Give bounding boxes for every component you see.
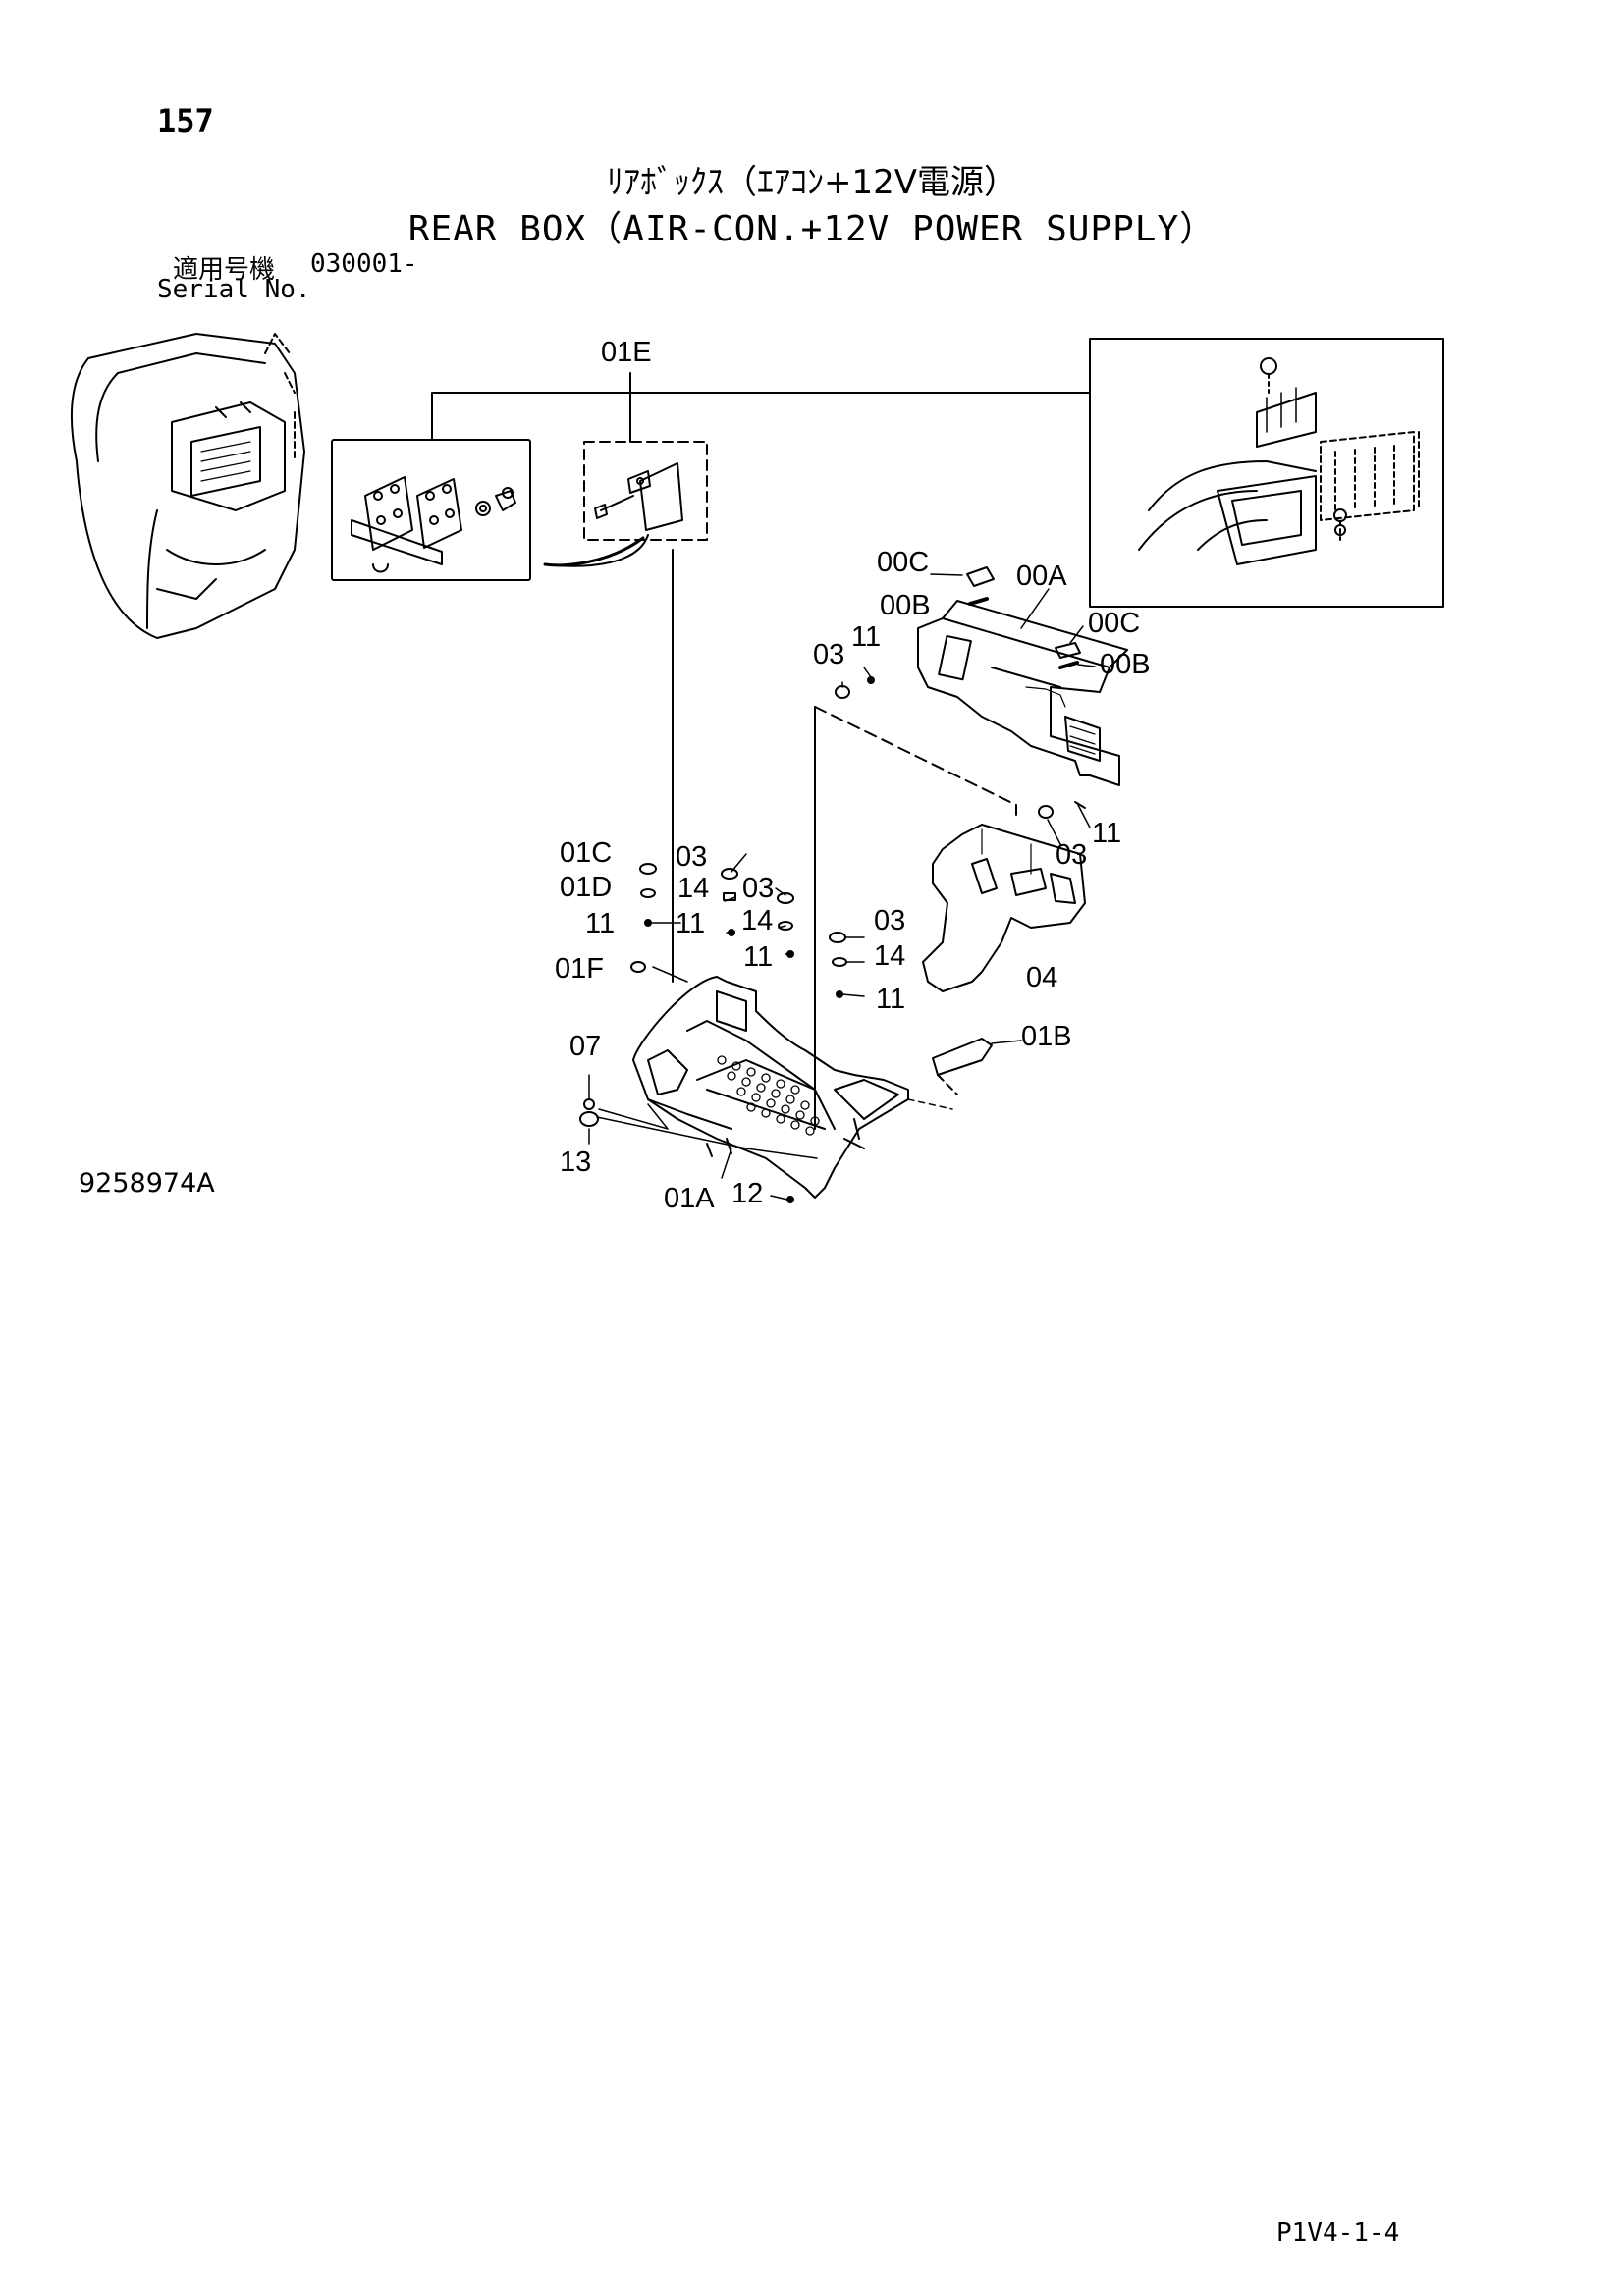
- callout-11-right: 11: [1092, 818, 1121, 849]
- callout-01C: 01C: [560, 837, 612, 869]
- callout-03-lower: 03: [874, 905, 905, 936]
- callout-01D: 01D: [560, 872, 612, 903]
- guide-01B: [937, 1074, 958, 1095]
- guide-line: [814, 706, 1017, 816]
- callout-01F: 01F: [555, 953, 604, 985]
- callout-03-right: 03: [1056, 839, 1087, 871]
- rear-box-cover-00A: [917, 600, 1128, 786]
- callout-14-mid: 14: [741, 905, 773, 936]
- callout-11-lower: 11: [876, 984, 905, 1015]
- callout-00B-right: 00B: [1100, 649, 1151, 680]
- callout-04: 04: [1026, 962, 1057, 993]
- callout-13: 13: [560, 1147, 591, 1178]
- callout-11-mid: 11: [676, 908, 705, 939]
- callout-07: 07: [569, 1031, 601, 1062]
- page-number: 157: [157, 102, 214, 139]
- callout-01B: 01B: [1021, 1021, 1072, 1052]
- callout-11-left: 11: [585, 908, 615, 939]
- callout-03-mid2: 03: [742, 873, 774, 904]
- sheet-code: P1V4-1-4: [1276, 2218, 1400, 2248]
- callout-11-mid2: 11: [743, 941, 773, 973]
- callout-14-lower: 14: [874, 940, 905, 972]
- callout-01A: 01A: [664, 1183, 715, 1214]
- serial-label: Serial No.: [157, 275, 311, 304]
- callout-01E: 01E: [601, 337, 652, 368]
- cab-overview-drawing: [71, 333, 305, 639]
- clip-00B-top: [968, 597, 989, 606]
- callout-00B: 00B: [880, 590, 931, 621]
- callout-03: 03: [813, 639, 844, 670]
- serial-number-range: 030001-: [310, 249, 418, 279]
- callout-03-mid: 03: [676, 841, 707, 873]
- callout-14: 14: [677, 873, 709, 904]
- bracket-detail-box: [331, 439, 531, 581]
- callout-12: 12: [731, 1178, 763, 1209]
- callout-leaders: [588, 573, 1096, 1201]
- rear-box-01A: [632, 976, 909, 1199]
- callout-00C-right: 00C: [1088, 608, 1140, 639]
- page-title: REAR BOX（AIR-CON.+12V POWER SUPPLY）: [407, 209, 1217, 249]
- clip-00B-right: [1058, 661, 1079, 669]
- reference-line: [431, 392, 1091, 441]
- panel-01B: [932, 1038, 993, 1076]
- console-detail-box: [1089, 338, 1444, 608]
- page-title-japanese: ﾘｱﾎﾞｯｸｽ（ｴｱｺﾝ+12V電源）: [606, 163, 1017, 202]
- detail-01E-box: [543, 441, 708, 567]
- clip-00C-right: [1055, 642, 1081, 659]
- callout-11: 11: [851, 621, 881, 653]
- serial-label-japanese: 適用号機: [173, 255, 276, 285]
- drawing-number: 9258974A: [79, 1168, 215, 1199]
- callout-00C: 00C: [877, 547, 929, 578]
- callout-00A: 00A: [1016, 561, 1067, 592]
- bracket-04: [922, 824, 1086, 992]
- clip-00C-top: [966, 566, 995, 587]
